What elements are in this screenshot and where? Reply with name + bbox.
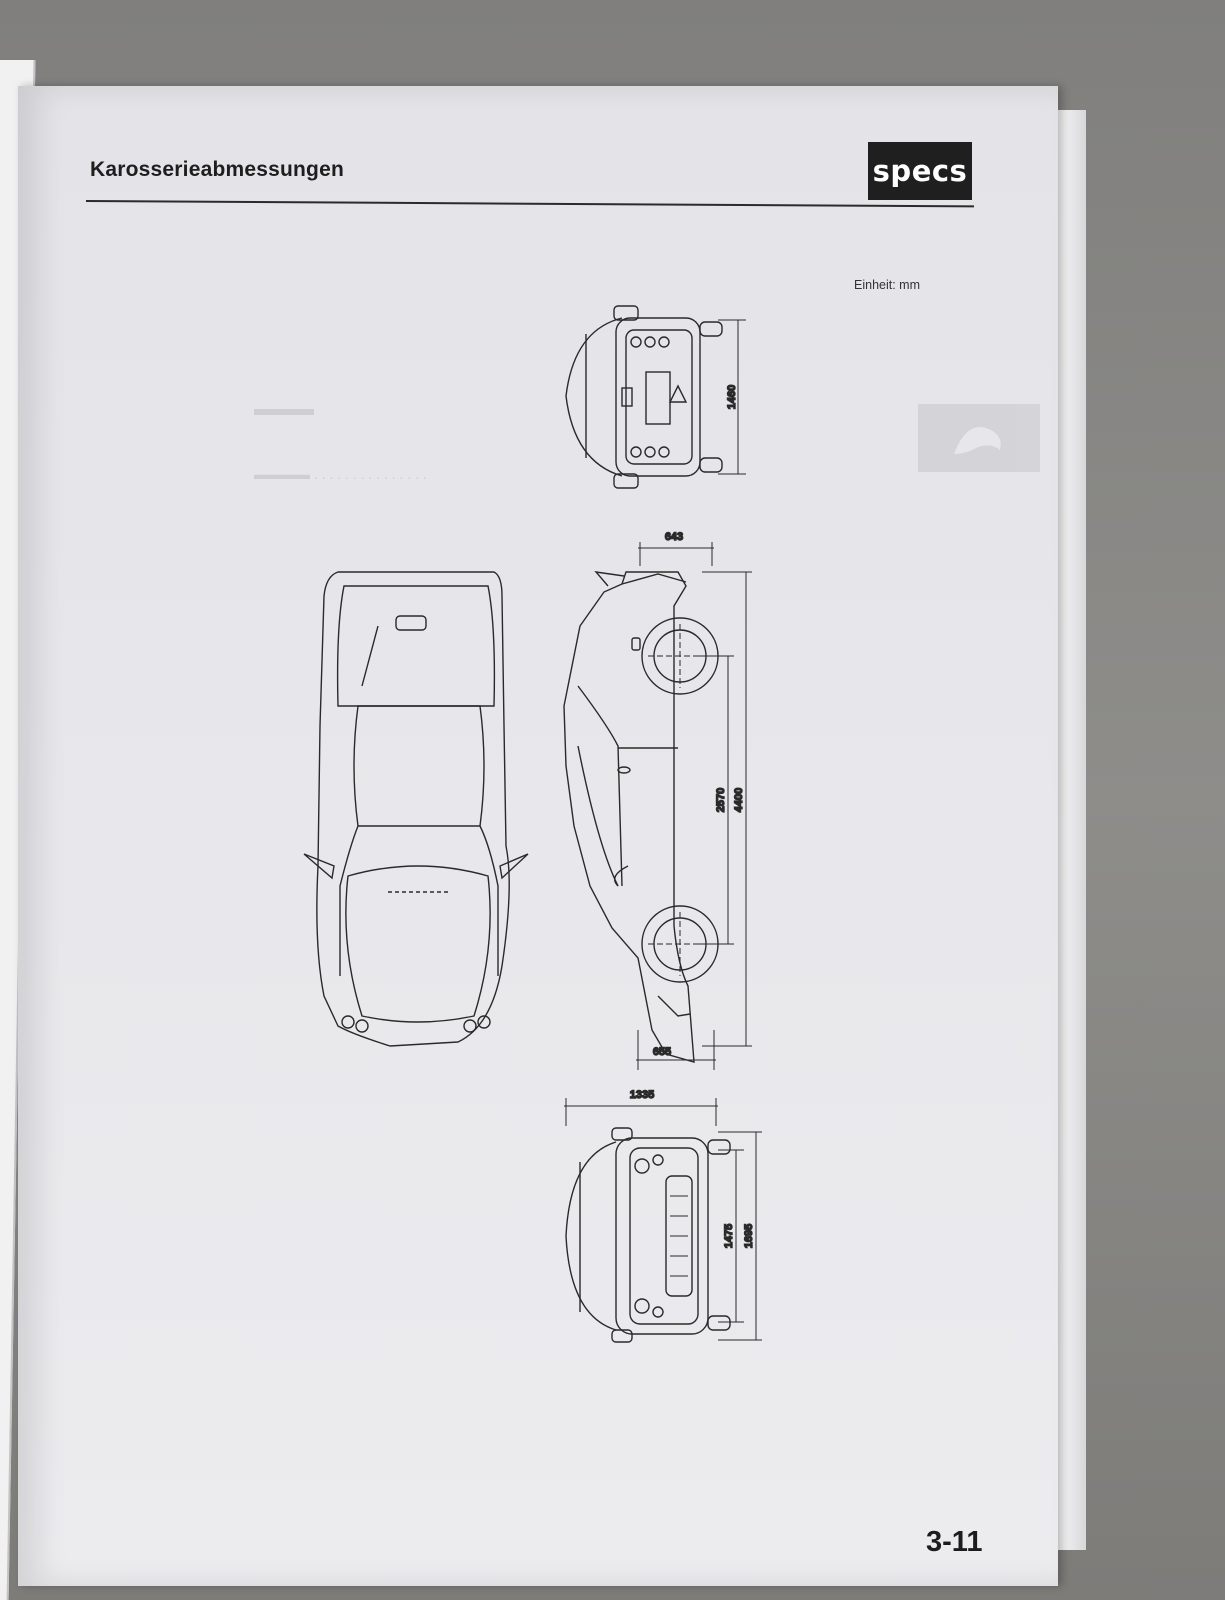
side-view <box>563 542 752 1070</box>
dim-front-track-label: 1475 <box>723 1224 735 1248</box>
bleed-through-tab <box>918 404 1040 472</box>
page-title: Karosserieabmessungen <box>90 158 344 181</box>
page-number: 3-11 <box>926 1526 983 1558</box>
top-view <box>303 571 529 1047</box>
bleed-through-icon <box>954 427 1001 454</box>
front-view <box>564 1098 762 1343</box>
bleed-through-text: ▬▬▬ <box>254 398 314 420</box>
dim-overall-length-label: 4400 <box>733 788 745 812</box>
dim-height-label: 1460 <box>726 385 738 409</box>
dim-overall-width-label: 1335 <box>630 1089 654 1101</box>
unit-label: Einheit: mm <box>854 278 920 292</box>
dim-rear-overhang-label: 655 <box>653 1046 671 1058</box>
dim-wheelbase-label: 2570 <box>715 788 727 812</box>
manual-page: Karosserieabmessungen specs Einheit: mm … <box>18 86 1058 1586</box>
body-dimension-drawing: 1460 643 2570 4400 655 1335 1475 1695 <box>303 305 762 1343</box>
rear-view <box>565 305 746 489</box>
dim-front-overhang-label: 643 <box>665 531 683 543</box>
dim-overall-height-width-label: 1695 <box>743 1224 755 1248</box>
bleed-through-text: ▬▬▬▬ . . . . . . . . . . . . . . . <box>254 466 427 482</box>
section-badge: specs <box>868 142 972 200</box>
